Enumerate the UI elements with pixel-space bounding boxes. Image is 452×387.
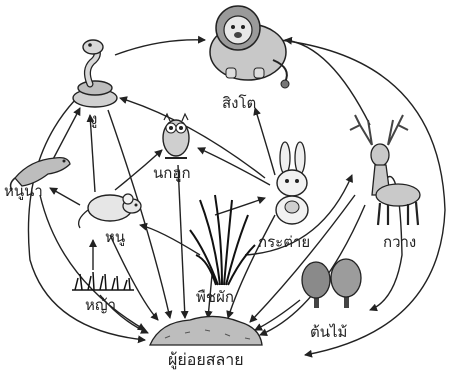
arrow-rabbit-to-owl [198, 148, 270, 185]
grass-label: หญ้า [85, 298, 116, 313]
arrow-vegetable-to-mouse [140, 225, 200, 255]
lion-icon [210, 6, 289, 88]
owl-label: นกฮูก [153, 166, 191, 181]
arrow-weasel-to-snake [50, 108, 80, 165]
arrow-owl-to-decomposer [178, 165, 185, 318]
tree-icon [302, 259, 361, 308]
rabbit-label: กระต่าย [258, 235, 310, 250]
arrow-vegetable-to-rabbit [215, 198, 265, 215]
snake-label: งู [90, 112, 97, 127]
arrow-snake-to-lion [115, 40, 205, 55]
snake-icon [73, 40, 117, 107]
grass-icon [72, 272, 134, 290]
vegetable-icon [190, 195, 255, 285]
mouse-label: หนู [105, 230, 125, 245]
tree-label: ต้นไม้ [310, 325, 347, 340]
mouse-icon [79, 194, 141, 228]
deer-icon [350, 115, 420, 225]
vegetable-label: พืชผัก [196, 290, 234, 305]
lion-label: สิงโต [222, 96, 256, 111]
rabbit-icon [276, 142, 308, 224]
owl-icon [163, 114, 189, 158]
decomposer-icon [150, 316, 262, 345]
arrow-mouse-to-weasel [50, 188, 80, 205]
weasel-label: หนูนา [4, 184, 43, 199]
arrow-deer-to-lion [285, 40, 370, 125]
deer-label: กวาง [383, 235, 416, 250]
arrow-rabbit-to-lion [255, 108, 275, 175]
arrow-lion-to-decomposer [280, 40, 445, 355]
decomposer-label: ผู้ย่อยสลาย [168, 352, 244, 368]
